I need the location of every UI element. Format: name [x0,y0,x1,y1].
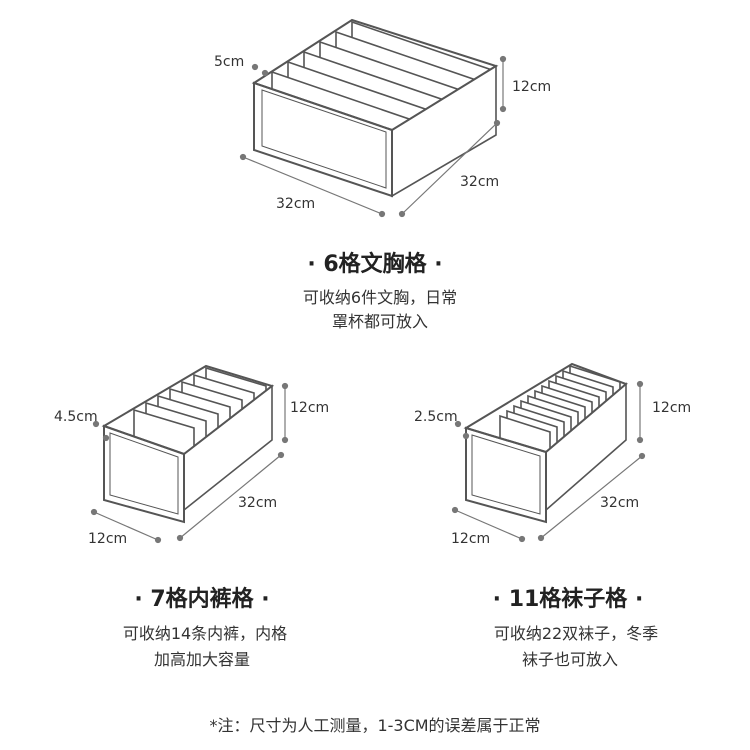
product-description-line1: 可收纳22双袜子，冬季 [493,624,659,643]
dim-height-label: 12cm [512,79,552,95]
dim-height-label: 12cm [652,400,692,416]
dim-width-label: 32cm [276,196,316,212]
dim-width-label: 12cm [451,531,491,547]
dim-compartment-label: 5cm [214,54,245,70]
dim-width-label: 12cm [88,531,128,547]
organizer-7-illustration [101,364,275,524]
product-description-line2: 袜子也可放入 [521,650,618,669]
footnote: *注：尺寸为人工测量，1-3CM的误差属于正常 [209,716,541,735]
product-description-line1: 可收纳14条内裤，内格 [122,624,288,643]
dim-compartment-label: 2.5cm [414,409,458,425]
organizer-6-illustration [251,18,499,198]
dim-length-label: 32cm [238,495,278,511]
dim-depth-label: 32cm [460,174,500,190]
product-title: · 6格文胸格 · [307,252,443,277]
organizer-11-illustration [463,362,628,524]
dim-compartment-label: 4.5cm [54,409,98,425]
product-title: · 7格内裤格 · [134,587,270,612]
dim-height-label: 12cm [290,400,330,416]
product-description-line2: 罩杯都可放入 [331,312,428,331]
product-description-line1: 可收纳6件文胸，日常 [302,288,458,307]
product-description-line2: 加高加大容量 [153,650,250,669]
product-title: · 11格袜子格 · [492,587,644,612]
dim-length-label: 32cm [600,495,640,511]
